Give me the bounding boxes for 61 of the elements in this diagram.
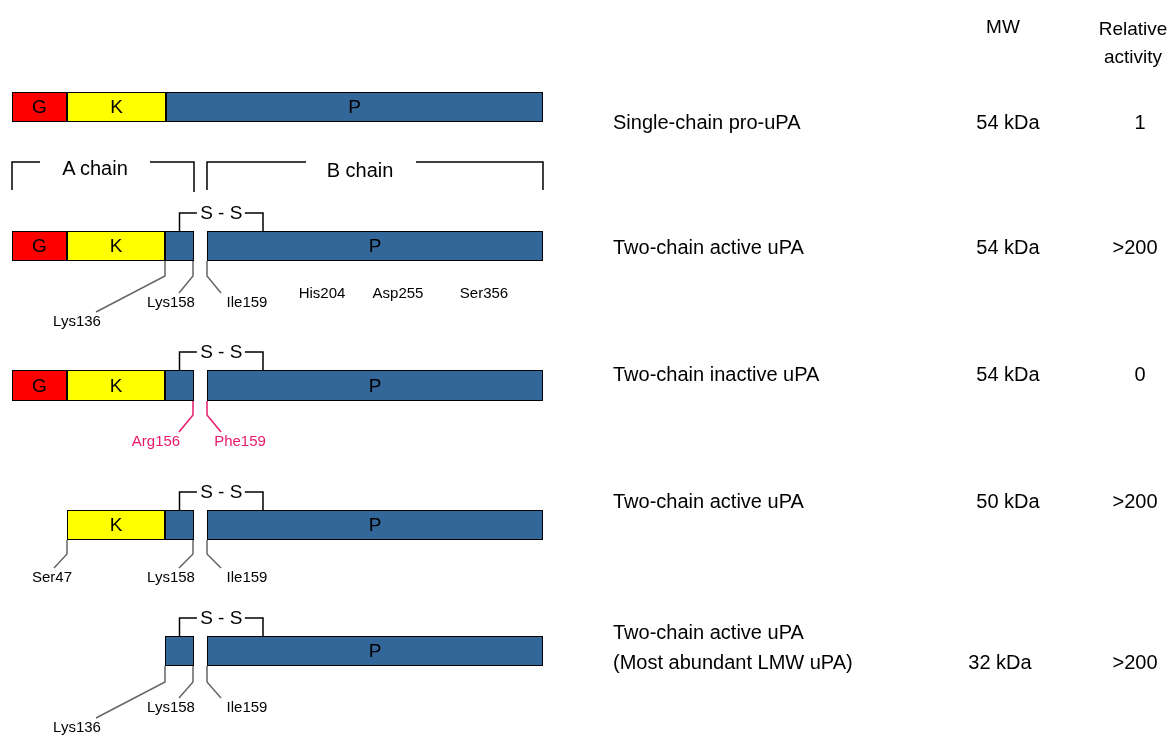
leader-line xyxy=(206,260,222,294)
domain-block: P xyxy=(207,510,543,540)
residue-label: Lys136 xyxy=(53,312,101,329)
domain-bar xyxy=(165,636,194,666)
leader-line xyxy=(53,539,68,569)
leader-line xyxy=(178,400,194,433)
residue-label: Lys136 xyxy=(53,718,101,735)
molecular-weight: 54 kDa xyxy=(976,362,1040,386)
row-name: Two-chain active uPA xyxy=(613,620,804,644)
domain-bar xyxy=(165,510,194,540)
activity-value: >200 xyxy=(1112,650,1158,674)
domain-block: P xyxy=(207,231,543,261)
domain-block: P xyxy=(166,92,543,122)
row-name: Two-chain inactive uPA xyxy=(613,362,820,386)
molecular-weight: 54 kDa xyxy=(976,110,1040,134)
leader-line xyxy=(206,539,222,569)
leader-line xyxy=(206,665,222,699)
domain-block: P xyxy=(207,370,543,401)
domain-block: K xyxy=(67,92,166,122)
molecular-weight: 54 kDa xyxy=(976,235,1040,259)
molecular-weight: 50 kDa xyxy=(976,489,1040,513)
domain-block: G xyxy=(12,370,67,401)
activity-value: 1 xyxy=(1134,110,1146,134)
domain-block: G xyxy=(12,92,67,122)
residue-label: Lys158 xyxy=(147,293,195,310)
leader-line xyxy=(95,260,166,313)
activity-value: >200 xyxy=(1112,489,1158,513)
column-header: MW xyxy=(986,15,1020,39)
row-name: Single-chain pro-uPA xyxy=(613,110,801,134)
leader-line xyxy=(178,665,194,699)
domain-block: K xyxy=(67,510,165,540)
domain-bar xyxy=(165,231,194,261)
molecular-weight: 32 kDa xyxy=(968,650,1032,674)
chain-label: B chain xyxy=(326,158,394,182)
residue-label: Asp255 xyxy=(372,284,424,301)
activity-value: >200 xyxy=(1112,235,1158,259)
activity-value: 0 xyxy=(1134,362,1146,386)
domain-block: K xyxy=(67,231,165,261)
residue-label: Ile159 xyxy=(226,698,268,715)
residue-label: Lys158 xyxy=(147,568,195,585)
domain-block: P xyxy=(207,636,543,666)
chain-label: A chain xyxy=(62,156,128,180)
leader-line xyxy=(206,400,222,433)
domain-block: G xyxy=(12,231,67,261)
residue-label: Ile159 xyxy=(226,568,268,585)
leader-line xyxy=(178,260,194,294)
leader-line xyxy=(95,665,166,719)
residue-label: His204 xyxy=(298,284,346,301)
residue-label: Lys158 xyxy=(147,698,195,715)
row-name: Two-chain active uPA xyxy=(613,235,804,259)
residue-label: Ile159 xyxy=(226,293,268,310)
domain-bar xyxy=(165,370,194,401)
residue-label: Phe159 xyxy=(214,432,266,449)
residue-label: Arg156 xyxy=(131,432,181,449)
residue-label: Ser356 xyxy=(459,284,509,301)
column-header: Relative activity xyxy=(1097,17,1169,69)
leader-line xyxy=(178,539,194,569)
row-name: (Most abundant LMW uPA) xyxy=(613,650,853,674)
residue-label: Ser47 xyxy=(32,568,72,585)
domain-block: K xyxy=(67,370,165,401)
row-name: Two-chain active uPA xyxy=(613,489,804,513)
